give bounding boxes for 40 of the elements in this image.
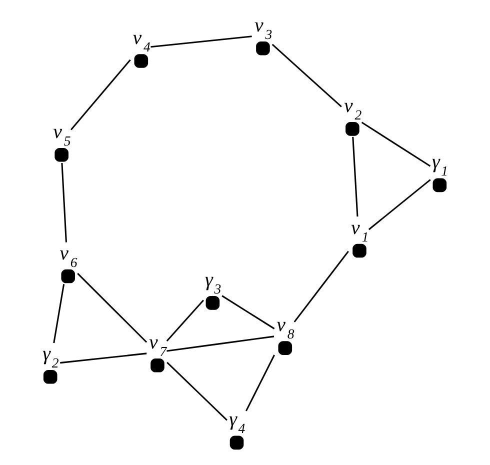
node-circle <box>278 341 292 355</box>
connector <box>53 284 65 344</box>
connector <box>166 362 228 421</box>
node-circle <box>134 54 148 68</box>
node-label: γ$_{1}$ <box>432 151 448 179</box>
node-circle <box>230 436 244 450</box>
node-circle <box>346 122 360 136</box>
connector <box>166 300 204 342</box>
node-circle <box>206 296 220 310</box>
connector <box>368 179 431 230</box>
node-label: γ$_{2}$ <box>42 342 59 370</box>
connector <box>361 122 431 167</box>
node-circle <box>61 269 76 284</box>
connector <box>222 295 275 330</box>
node-label: γ$_{4}$ <box>229 408 246 436</box>
node-circle <box>352 244 366 258</box>
node-label: v$_{7}$ <box>149 331 167 359</box>
node-label: v$_{6}$ <box>60 242 78 270</box>
node-circle <box>54 148 68 162</box>
node-label: v$_{4}$ <box>132 26 150 54</box>
connector <box>77 272 148 343</box>
node-circle <box>256 41 270 56</box>
connector <box>70 59 131 130</box>
connector <box>272 44 342 108</box>
node-circle <box>43 370 58 384</box>
node-label: v$_{1}$ <box>351 216 369 244</box>
node-circle <box>150 358 164 372</box>
node-label: v$_{8}$ <box>276 314 294 342</box>
connector <box>166 336 274 352</box>
connector <box>150 36 252 48</box>
node-circle <box>432 178 447 192</box>
node-label: v$_{5}$ <box>53 120 71 148</box>
node-label: v$_{2}$ <box>344 94 362 122</box>
node-label: v$_{3}$ <box>254 14 272 42</box>
node-label: γ$_{3}$ <box>205 268 222 296</box>
connector <box>61 162 67 242</box>
connector <box>245 354 275 412</box>
connector <box>294 250 349 322</box>
connector <box>352 136 358 217</box>
connector <box>60 352 147 364</box>
